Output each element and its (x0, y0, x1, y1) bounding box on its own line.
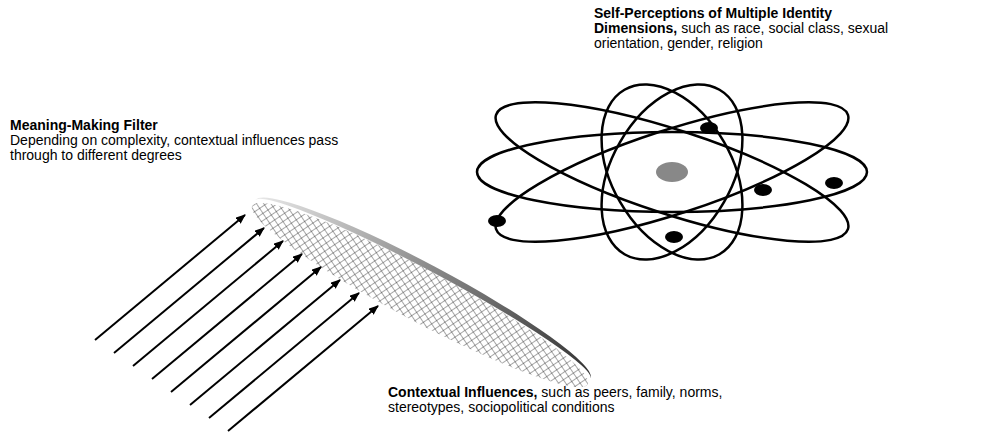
identity-atom (477, 60, 867, 285)
filter-label: Meaning-Making FilterDepending on comple… (10, 118, 340, 163)
label-text: Depending on complexity, contextual infl… (10, 133, 340, 163)
filter-disc (240, 178, 603, 408)
context-label: Contextual Influences,such as peers, fam… (388, 385, 768, 415)
label-heading: Meaning-Making Filter (10, 118, 340, 133)
influence-arrows (95, 215, 378, 431)
nucleus (656, 162, 688, 182)
electrons (488, 122, 843, 243)
identity-label: Self-Perceptions of Multiple Identity Di… (594, 6, 894, 51)
label-heading: Contextual Influences, (388, 384, 537, 400)
